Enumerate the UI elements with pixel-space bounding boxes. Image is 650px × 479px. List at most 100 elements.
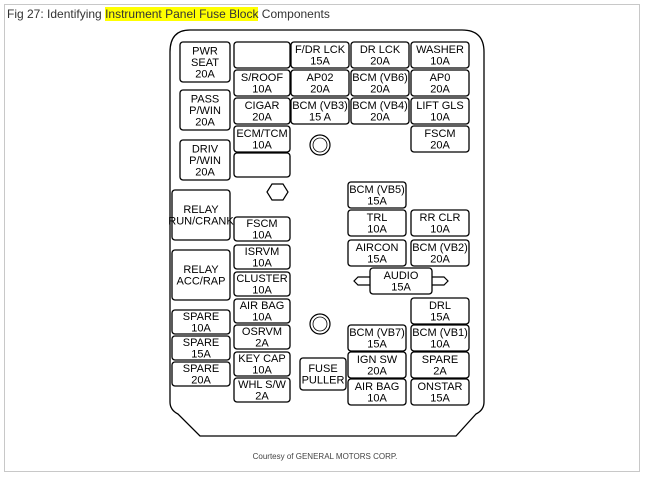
figure-frame	[4, 4, 640, 472]
fuse-label-line: PASS	[191, 93, 220, 105]
fuse-label-line: 2A	[433, 366, 447, 378]
fuse-label-line: 10A	[430, 224, 450, 236]
fuse-label-line: OSRVM	[242, 326, 282, 338]
image-credit: Courtesy of GENERAL MOTORS CORP.	[252, 452, 398, 461]
fuse-label-line: ONSTAR	[417, 381, 462, 393]
fuse-outline	[410, 69, 470, 97]
fuse-label-line: SPARE	[422, 354, 458, 366]
fuse-label-line: 15A	[367, 339, 387, 351]
fuse-label-line: 10A	[252, 230, 272, 242]
fuse-label-line: 15A	[430, 393, 450, 405]
fuse-outline	[350, 41, 410, 69]
fuse-label-line: PWR	[192, 45, 218, 57]
fuse-outline	[179, 41, 231, 83]
caption-suffix: Components	[258, 7, 330, 21]
fuse-outline	[347, 324, 407, 352]
fuse-outline	[171, 189, 231, 241]
fuse-label-line: 15A	[191, 349, 211, 361]
fuse-label-line: 15A	[391, 282, 411, 294]
fuse-label-line: 20A	[195, 116, 215, 128]
caption-prefix: Fig 27: Identifying	[7, 7, 106, 21]
fuse-outline	[347, 351, 407, 379]
fuse-label-line: 20A	[195, 166, 215, 178]
fuse-label-line: ISRVM	[245, 246, 280, 258]
fuse-label-line: WASHER	[416, 44, 464, 56]
fuse-label-line: SPARE	[183, 311, 219, 323]
fuse-label-line: BCM (VB2)	[412, 242, 468, 254]
fuse-label-line: BCM (VB5)	[349, 184, 405, 196]
fuse-outline	[233, 324, 291, 350]
fuse-bcm-vb5: BCM (VB5)15A	[347, 181, 407, 209]
fuse-label-line: 10A	[252, 312, 272, 324]
fuse-label-line: 20A	[195, 68, 215, 80]
fuse-outline	[233, 377, 291, 403]
fuse-label-line: 15A	[430, 312, 450, 324]
fuse-label-line: 20A	[370, 56, 390, 68]
fuse-label-line: TRL	[367, 212, 388, 224]
fuse-outline	[233, 97, 291, 125]
fuse-label-line: 2A	[255, 338, 269, 350]
fuse-label-line: 20A	[367, 366, 387, 378]
fuse-label-line: FSCM	[246, 218, 277, 230]
fuse-outline	[410, 41, 470, 69]
fuse-label-line: WHL S/W	[238, 379, 286, 391]
fuse-label-line: 20A	[430, 84, 450, 96]
fuse-outline	[171, 361, 231, 387]
fuse-bcm-vb7: BCM (VB7)15A	[347, 324, 407, 352]
fuse-label-line: AIRCON	[356, 242, 399, 254]
fuse-label-line: PULLER	[302, 375, 345, 387]
fuse-label-line: 20A	[370, 84, 390, 96]
fuse-outline	[179, 139, 231, 181]
fuse-block-outline	[169, 29, 485, 437]
fuse-label-line: 20A	[430, 140, 450, 152]
fuse-label-line: DRL	[429, 300, 451, 312]
mounting-hole-top	[309, 134, 331, 156]
fuse-label-line: 10A	[430, 56, 450, 68]
fuse-outline	[410, 97, 470, 125]
fuse-outline	[233, 216, 291, 242]
audio-connector-left-tab	[353, 276, 370, 286]
fuse-outline	[347, 378, 407, 406]
fuse-outline	[233, 125, 291, 153]
fuse-label-line: RUN/CRANK	[168, 216, 234, 228]
fuse-label-line: 10A	[252, 365, 272, 377]
audio-connector-right-tab	[432, 276, 449, 286]
fuse-outline	[347, 239, 407, 267]
fuse-label-line: AP02	[307, 72, 334, 84]
fuse-outline	[290, 97, 350, 125]
fuse-whl-sw: WHL S/W2A	[233, 377, 291, 403]
caption-highlight: Instrument Panel Fuse Block	[105, 7, 259, 21]
fuse-label-line: ACC/RAP	[177, 276, 226, 288]
fuse-label-line: 10A	[430, 112, 450, 124]
fuse-label-line: DRIV	[192, 143, 219, 155]
fuse-bcm-vb3: BCM (VB3)15 A	[290, 97, 350, 125]
fuse-label-line: RELAY	[183, 204, 219, 216]
fuse-label-line: SEAT	[191, 57, 219, 69]
fuse-label-line: P/WIN	[189, 155, 221, 167]
fuse-label-line: 15A	[310, 56, 330, 68]
fuse-outline	[290, 69, 350, 97]
fuse-outline	[290, 41, 350, 69]
fuse-label-line: DR LCK	[360, 44, 401, 56]
fuse-outline	[350, 97, 410, 125]
fuse-label-line: AIR BAG	[240, 300, 285, 312]
fuse-outline	[233, 41, 291, 69]
